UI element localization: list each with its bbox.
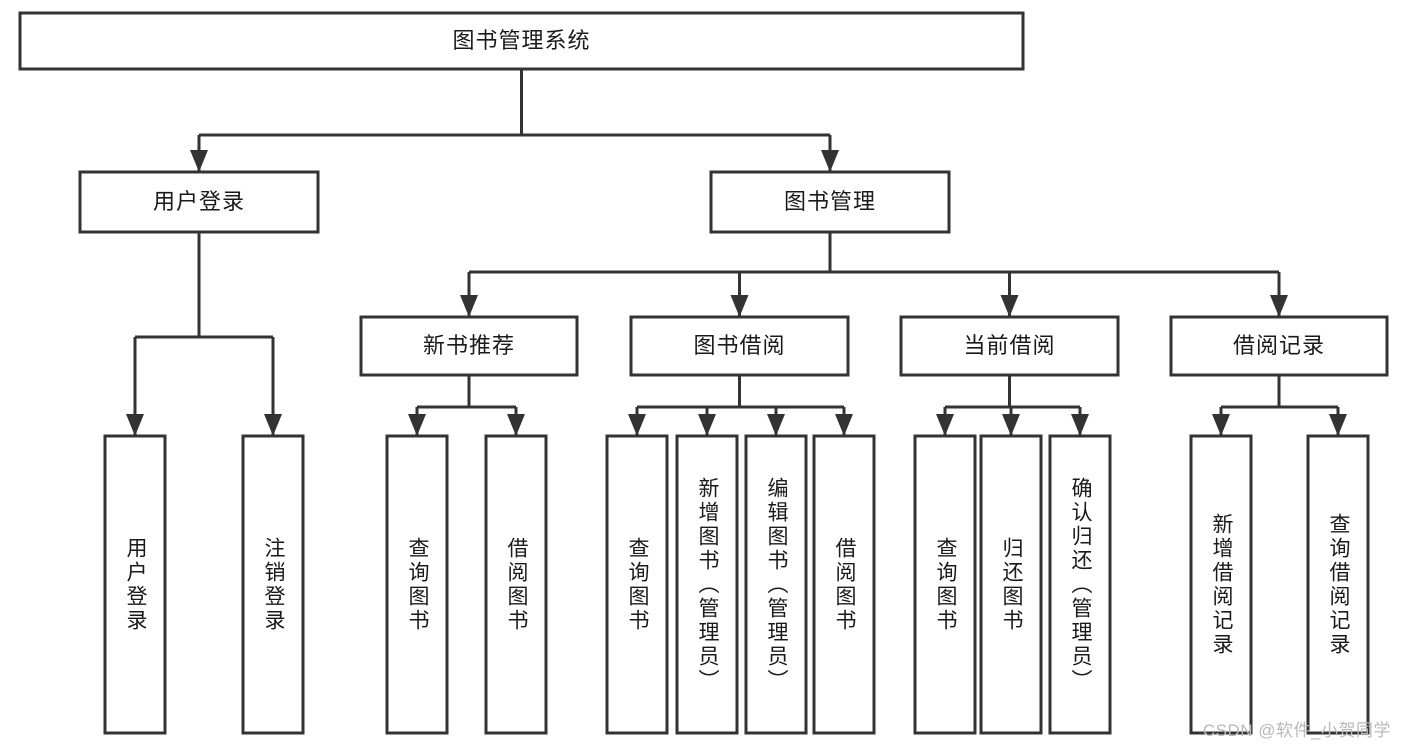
node-box-leaf-confirm-return-admin bbox=[1048, 434, 1112, 735]
arrow-head-icon bbox=[698, 414, 716, 436]
node-box-borrow-records bbox=[1169, 315, 1389, 377]
node-box-leaf-add-book-admin bbox=[675, 434, 739, 735]
arrow-head-icon bbox=[507, 414, 525, 436]
arrow-head-icon bbox=[1000, 295, 1019, 317]
arrow-head-icon bbox=[1071, 414, 1089, 436]
arrow-head-icon bbox=[1270, 295, 1288, 317]
arrow-head-icon bbox=[767, 414, 785, 436]
node-box-leaf-query-book-borrow bbox=[605, 434, 669, 735]
node-box-book-borrow bbox=[629, 315, 850, 377]
arrow-head-icon bbox=[936, 414, 954, 436]
node-box-leaf-user-login bbox=[103, 434, 167, 735]
tree-edges bbox=[126, 69, 1347, 436]
node-box-leaf-query-book-recommend bbox=[385, 434, 449, 735]
arrow-head-icon bbox=[408, 414, 426, 436]
node-box-user-login bbox=[78, 170, 320, 234]
arrow-head-icon bbox=[730, 295, 749, 317]
node-box-leaf-edit-book-admin bbox=[744, 434, 808, 735]
arrow-head-icon bbox=[126, 414, 144, 436]
node-box-book-management bbox=[709, 170, 951, 234]
watermark-text: CSDN @软件_小贺同学 bbox=[1202, 721, 1391, 740]
node-box-leaf-borrow-book bbox=[812, 434, 876, 735]
node-box-leaf-add-borrow-record bbox=[1189, 434, 1253, 735]
arrow-head-icon bbox=[190, 150, 208, 172]
node-box-leaf-return-book bbox=[979, 434, 1043, 735]
node-box-root bbox=[18, 11, 1025, 71]
arrow-head-icon bbox=[460, 295, 478, 317]
node-box-new-book-recommend bbox=[359, 315, 579, 377]
arrow-head-icon bbox=[835, 414, 853, 436]
arrow-head-icon bbox=[1329, 414, 1347, 436]
node-box-leaf-query-borrow-record bbox=[1306, 434, 1370, 735]
arrow-head-icon bbox=[264, 414, 282, 436]
arrow-head-icon bbox=[821, 150, 839, 172]
node-box-leaf-borrow-book-recommend bbox=[484, 434, 548, 735]
node-box-leaf-query-book-current bbox=[913, 434, 977, 735]
node-box-leaf-user-logout bbox=[241, 434, 305, 735]
node-box-current-borrow bbox=[899, 315, 1120, 377]
node-boxes bbox=[18, 11, 1389, 735]
arrow-head-icon bbox=[628, 414, 646, 436]
arrow-head-icon bbox=[1212, 414, 1230, 436]
arrow-head-icon bbox=[1002, 414, 1020, 436]
